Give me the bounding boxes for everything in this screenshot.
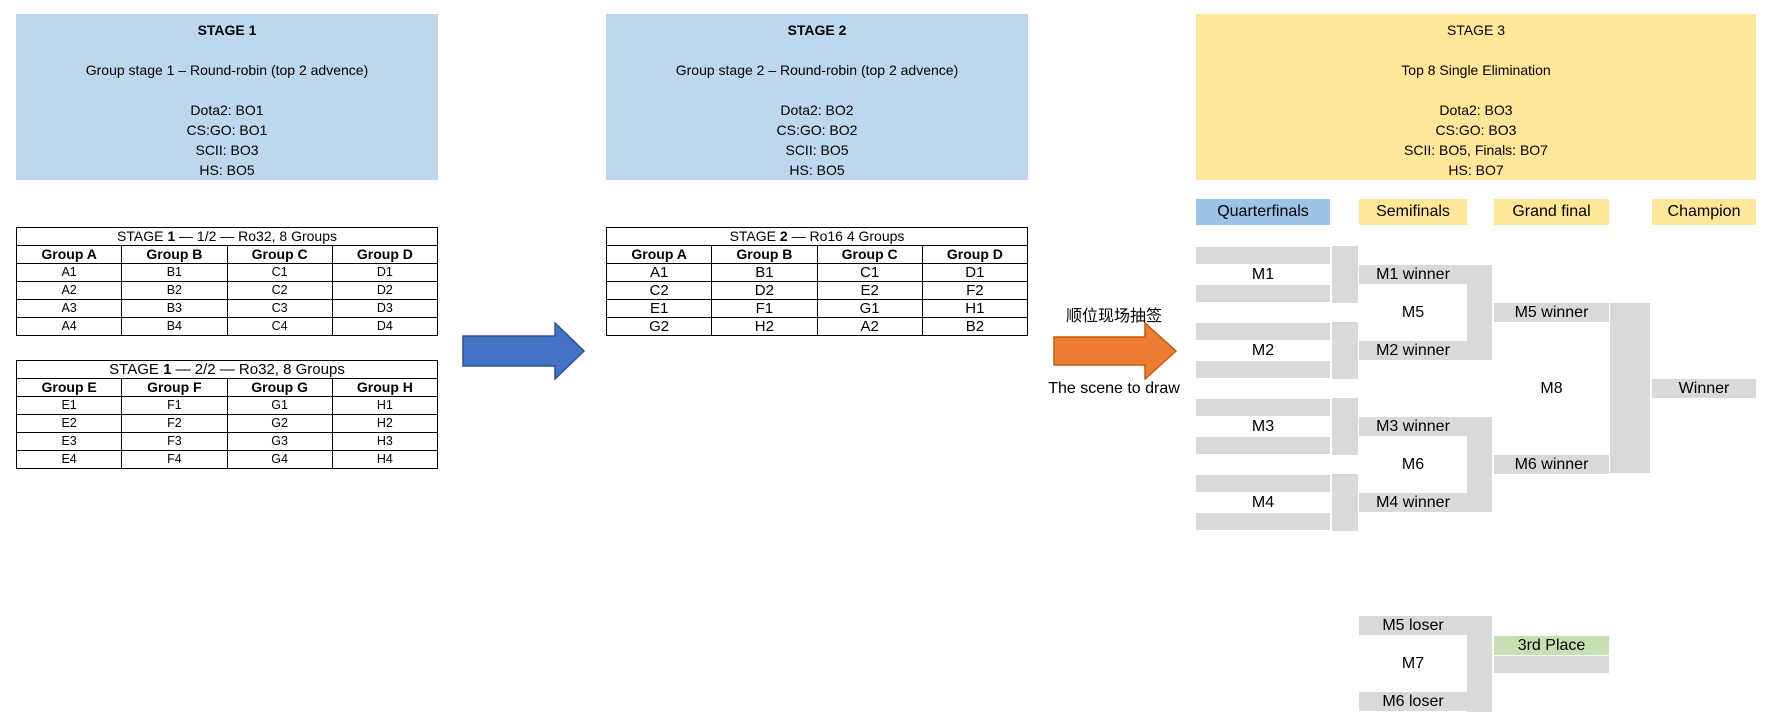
- stage3-desc: Top 8 Single Elimination: [1401, 62, 1551, 78]
- table-header: Group B: [121, 245, 228, 264]
- bracket-connector: [1467, 417, 1492, 512]
- bracket-connector: [1467, 616, 1492, 712]
- bracket-connector: [1332, 398, 1358, 455]
- stage1-groups-table-2: STAGE 1 — 2/2 — Ro32, 8 Groups Group E G…: [15, 360, 439, 469]
- stage2-groups-table: STAGE 2 — Ro16 4 Groups Group A Group B …: [605, 227, 1029, 336]
- table-header: Group G: [226, 378, 333, 397]
- semifinal-slot: M1 winner: [1359, 265, 1467, 284]
- stage3-format: HS: BO7: [1448, 162, 1504, 178]
- bracket-slot: [1196, 361, 1330, 378]
- bracket-connector: [1610, 303, 1650, 473]
- table-header: Group B: [711, 245, 818, 264]
- third-place-slot: M5 loser: [1359, 616, 1467, 635]
- stage3-format: SCII: BO5, Finals: BO7: [1404, 142, 1548, 158]
- orange-arrow-icon: [1053, 322, 1178, 380]
- stage1-format: CS:GO: BO1: [186, 122, 268, 138]
- stage3-title: STAGE 3: [1446, 22, 1506, 38]
- stage2-desc: Group stage 2 – Round-robin (top 2 adven…: [675, 62, 959, 78]
- match-label: M2: [1251, 342, 1275, 359]
- grand-final-slot: M6 winner: [1494, 455, 1609, 474]
- match-label: M6: [1401, 456, 1425, 473]
- grand-final-slot: M5 winner: [1494, 303, 1609, 322]
- table-caption: STAGE 1 — 2/2 — Ro32, 8 Groups: [16, 360, 438, 379]
- table-caption: STAGE 2 — Ro16 4 Groups: [606, 227, 1028, 246]
- bracket-connector: [1467, 265, 1492, 360]
- match-label: M7: [1401, 655, 1425, 672]
- bracket-slot: [1196, 475, 1330, 492]
- bracket-slot: [1196, 247, 1330, 264]
- stage2-title: STAGE 2: [787, 22, 847, 38]
- header-semifinals: Semifinals: [1359, 199, 1467, 225]
- stage3-format: Dota2: BO3: [1439, 102, 1513, 118]
- stage2-format: SCII: BO5: [785, 142, 849, 158]
- table-caption: STAGE 1 — 1/2 — Ro32, 8 Groups: [16, 227, 438, 246]
- match-label: M3: [1251, 418, 1275, 435]
- table-header: Group F: [121, 378, 228, 397]
- stage1-desc: Group stage 1 – Round-robin (top 2 adven…: [85, 62, 369, 78]
- stage1-groups-table-1: STAGE 1 — 1/2 — Ro32, 8 Groups Group A G…: [15, 227, 439, 336]
- third-place-slot: M6 loser: [1359, 692, 1467, 711]
- stage2-format: HS: BO5: [789, 162, 845, 178]
- draw-label-en: The scene to draw: [1048, 380, 1180, 397]
- semifinal-slot: M2 winner: [1359, 341, 1467, 360]
- bracket-connector: [1332, 246, 1358, 303]
- bracket-connector: [1332, 322, 1358, 379]
- header-champion: Champion: [1652, 199, 1756, 225]
- semifinal-slot: M4 winner: [1359, 493, 1467, 512]
- match-label: M5: [1401, 304, 1425, 321]
- table-header: Group A: [605, 245, 713, 264]
- semifinal-slot: M3 winner: [1359, 417, 1467, 436]
- bracket-slot: [1196, 513, 1330, 530]
- match-label: M8: [1540, 380, 1563, 397]
- blue-arrow-icon: [462, 322, 586, 380]
- header-quarterfinals: Quarterfinals: [1196, 199, 1330, 225]
- bracket-slot: [1494, 656, 1609, 673]
- third-place-label: 3rd Place: [1494, 636, 1609, 655]
- match-label: M4: [1251, 494, 1275, 511]
- header-grand-final: Grand final: [1494, 199, 1609, 225]
- champion-slot: Winner: [1652, 379, 1756, 398]
- stage3-box: STAGE 3 Top 8 Single Elimination Dota2: …: [1196, 14, 1756, 180]
- stage2-format: Dota2: BO2: [780, 102, 854, 118]
- bracket-slot: [1196, 437, 1330, 454]
- match-label: M1: [1251, 266, 1275, 283]
- stage2-box: STAGE 2 Group stage 2 – Round-robin (top…: [606, 14, 1028, 180]
- stage3-format: CS:GO: BO3: [1435, 122, 1517, 138]
- bracket-connector: [1332, 474, 1358, 531]
- bracket-slot: [1196, 285, 1330, 302]
- stage1-format: Dota2: BO1: [190, 102, 264, 118]
- table-header: Group E: [15, 378, 123, 397]
- bracket-slot: [1196, 399, 1330, 416]
- stage2-format: CS:GO: BO2: [776, 122, 858, 138]
- stage1-box: STAGE 1 Group stage 1 – Round-robin (top…: [16, 14, 438, 180]
- stage1-format: SCII: BO3: [195, 142, 259, 158]
- stage1-format: HS: BO5: [199, 162, 255, 178]
- stage1-title: STAGE 1: [197, 22, 257, 38]
- table-header: Group C: [816, 245, 923, 264]
- table-header: Group A: [15, 245, 123, 264]
- draw-label-cn: 顺位现场抽签: [1065, 308, 1162, 325]
- table-header: Group D: [921, 245, 1029, 264]
- table-header: Group H: [331, 378, 439, 397]
- bracket-slot: [1196, 323, 1330, 340]
- table-header: Group D: [331, 245, 439, 264]
- table-header: Group C: [226, 245, 333, 264]
